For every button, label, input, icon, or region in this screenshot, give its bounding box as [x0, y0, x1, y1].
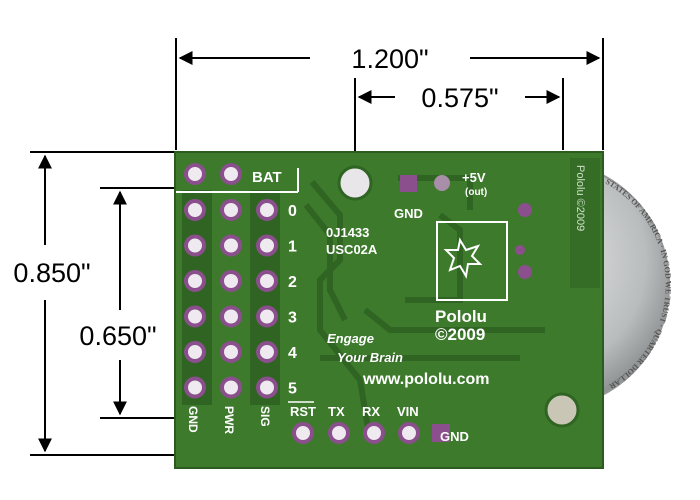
serial-pin — [398, 422, 420, 444]
header-pin — [184, 341, 206, 363]
side-silkscreen: Pololu ©2009 — [574, 165, 586, 231]
mounting-hole-bottom — [544, 392, 580, 428]
header-pin — [256, 341, 278, 363]
channel-number: 1 — [288, 239, 297, 256]
via — [518, 265, 532, 279]
header-pin — [184, 199, 206, 221]
header-pin — [220, 305, 242, 328]
header-pin — [256, 376, 278, 399]
channel-number: 3 — [288, 310, 297, 327]
star-logo-icon — [443, 237, 483, 279]
mount-spacing-label: 0.575" — [421, 83, 498, 113]
header-pin — [256, 234, 278, 257]
header-pin — [220, 376, 242, 399]
header-pin — [184, 270, 206, 292]
column-label: PWR — [222, 406, 236, 434]
header-pin — [256, 270, 278, 292]
header-pin — [184, 376, 206, 399]
bottom-gnd-label: GND — [440, 429, 469, 444]
website-label: www.pololu.com — [362, 371, 490, 388]
dimension-lines — [30, 38, 604, 456]
via — [515, 245, 525, 255]
slogan-line-1: Engage — [327, 331, 374, 346]
header-pin — [184, 163, 206, 185]
header-height-label: 0.650" — [79, 321, 156, 351]
copyright-label: ©2009 — [435, 325, 485, 344]
v5-sub-label: (out) — [465, 187, 487, 198]
column-label: SIG — [258, 406, 272, 427]
header-pin — [184, 305, 206, 328]
gnd-top-label: GND — [394, 206, 423, 221]
header-pins — [184, 163, 450, 444]
header-pin — [220, 163, 242, 185]
serial-pin — [328, 422, 350, 444]
channel-number: 2 — [288, 274, 297, 291]
bottom-pin-label: RX — [362, 404, 380, 419]
header-pin — [256, 199, 278, 221]
height-dimension-label: 0.850" — [13, 258, 90, 288]
via — [518, 203, 532, 217]
header-pin — [220, 341, 242, 363]
header-pin — [220, 270, 242, 292]
header-pin — [184, 234, 206, 257]
header-pin — [220, 234, 242, 257]
header-pin — [256, 305, 278, 328]
gnd-pad — [400, 175, 417, 192]
v5-pad — [434, 175, 450, 191]
channel-number: 0 — [288, 203, 297, 220]
bottom-pin-label: VIN — [397, 404, 419, 419]
header-pin — [220, 199, 242, 221]
pololu-logo — [436, 221, 508, 301]
brand-label: Pololu — [435, 307, 487, 326]
v5-label: +5V — [462, 170, 486, 185]
serial-pin — [292, 422, 314, 444]
serial-pin — [363, 422, 385, 444]
bottom-pin-label: RST — [290, 404, 316, 419]
channel-number: 5 — [288, 381, 297, 398]
column-label: GND — [186, 406, 200, 433]
part-code-2: USC02A — [326, 242, 378, 257]
width-dimension-label: 1.200" — [351, 44, 428, 74]
channel-number: 4 — [288, 345, 297, 362]
mounting-hole-top — [337, 165, 373, 201]
slogan-line-2: Your Brain — [337, 350, 403, 365]
bottom-pin-label: TX — [328, 404, 345, 419]
part-code-1: 0J1433 — [326, 225, 369, 240]
bat-label: BAT — [252, 169, 282, 186]
gnd-square-pin — [432, 424, 450, 442]
